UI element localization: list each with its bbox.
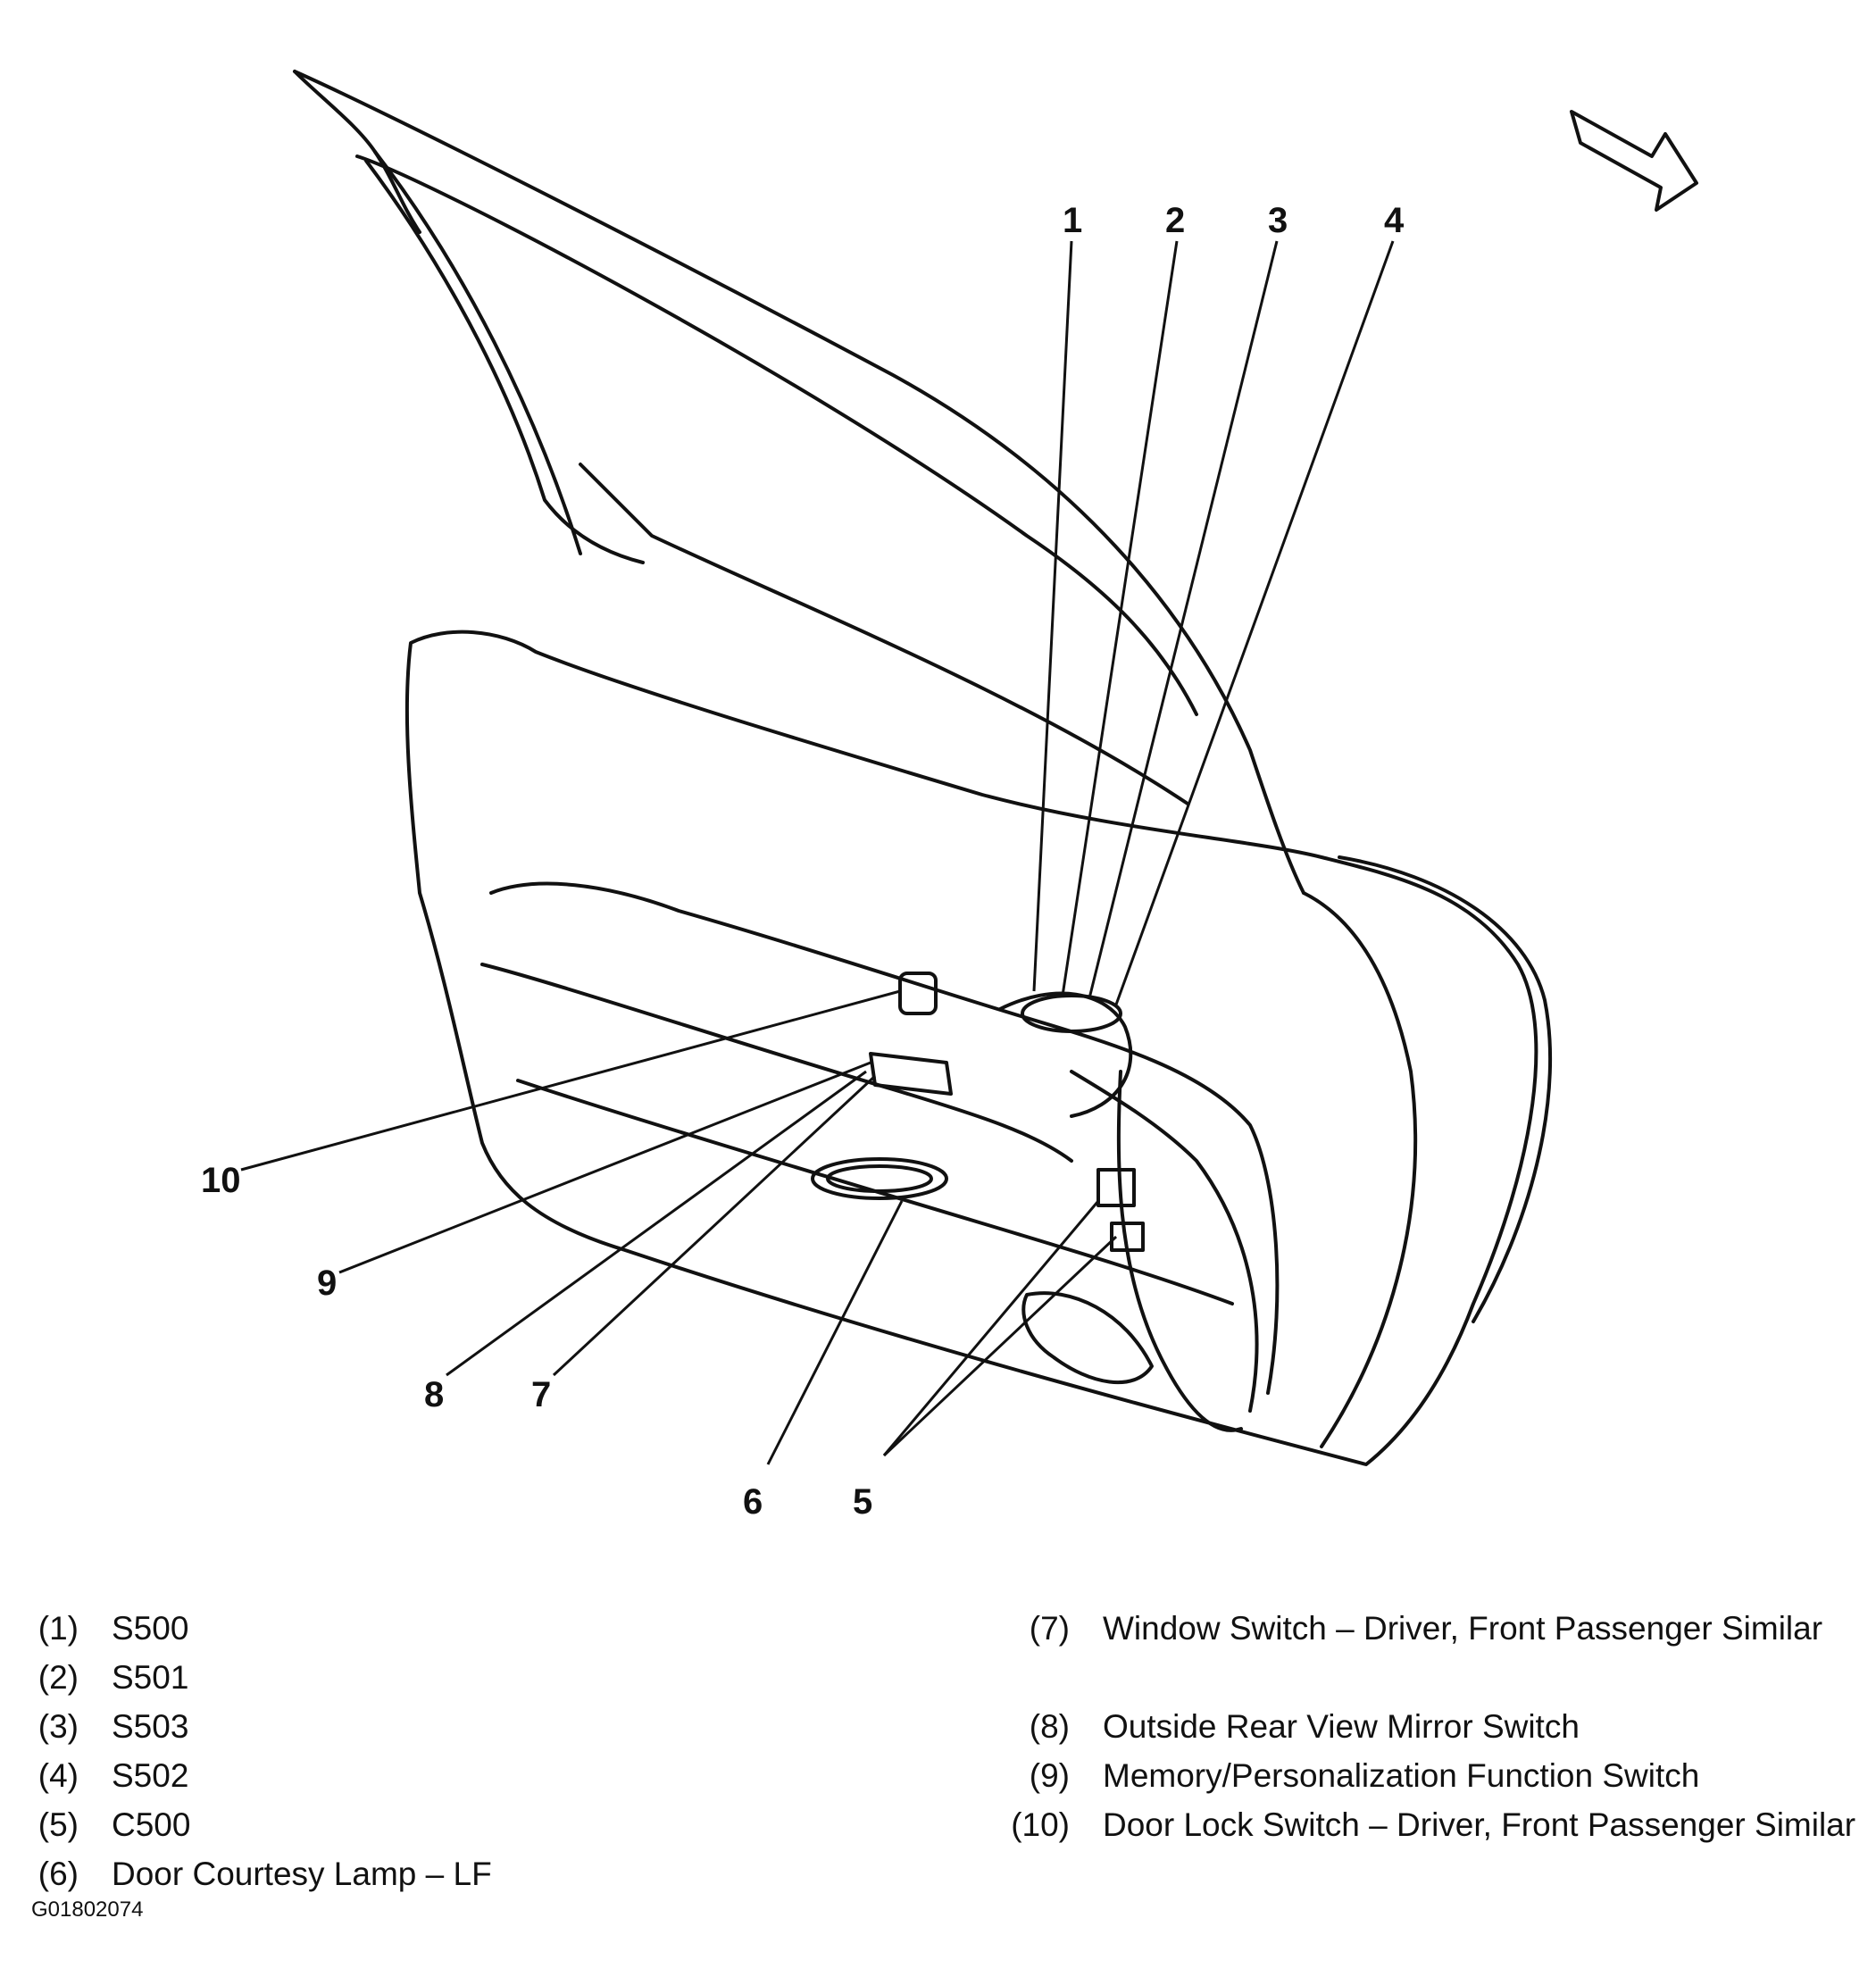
door-panel-outline: [404, 630, 1538, 1466]
speaker-grille: [1021, 1291, 1154, 1385]
door-edge: [1302, 891, 1418, 1448]
leader-line-3: [1088, 240, 1279, 999]
door-diagram: 1 2 3 4 5 6 7 8 9 10: [201, 70, 1698, 1522]
legend-number: (1): [38, 1610, 79, 1647]
connector-c500-shape: [1096, 1168, 1136, 1207]
legend-item: (7) Window Switch – Driver, Front Passeng…: [991, 1604, 1875, 1702]
splice-area: [1021, 994, 1122, 1033]
window-frame-left: [364, 159, 645, 564]
courtesy-lamp-shape: [811, 1157, 948, 1200]
legend-item: (2) S501: [0, 1653, 804, 1702]
door-edge-inner: [1338, 855, 1553, 1323]
trim-panel-top: [489, 881, 1280, 1395]
legend-right: (7) Window Switch – Driver, Front Passeng…: [991, 1604, 1875, 1898]
switch-cluster-shape: [869, 1052, 953, 1096]
leader-line-5a: [882, 1200, 1100, 1456]
legend-number: (4): [38, 1757, 79, 1794]
leader-line-10: [240, 989, 901, 1172]
legend-item: (8) Outside Rear View Mirror Switch: [991, 1702, 1875, 1751]
window-sill: [579, 463, 1189, 805]
legend-text: S501: [112, 1659, 189, 1696]
leader-line-9: [338, 1061, 871, 1274]
leader-line-1: [1032, 240, 1073, 992]
legend-text: C500: [112, 1806, 191, 1843]
legend-number: (8): [1029, 1708, 1070, 1745]
callout-9: 9: [317, 1264, 337, 1303]
leader-line-7: [552, 1074, 877, 1377]
callout-1: 1: [1063, 201, 1082, 240]
figure-id: G01802074: [31, 1897, 144, 1922]
legend-number: (3): [38, 1708, 79, 1745]
window-frame-inner: [355, 154, 1198, 716]
wire-harness: [1116, 1070, 1243, 1432]
courtesy-lamp-lens: [826, 1164, 933, 1193]
callout-2: 2: [1165, 201, 1185, 240]
door-frame-outer: [293, 70, 1305, 895]
legend-left: (1)S500 (2)S501 (3)S503 (4)S502 (5)C500 …: [0, 1604, 804, 1898]
leader-line-8: [446, 1070, 867, 1377]
legend-number: (2): [38, 1659, 79, 1696]
callout-7: 7: [531, 1375, 551, 1414]
legend-number: (9): [1029, 1757, 1070, 1794]
callout-4: 4: [1384, 201, 1405, 240]
callout-5: 5: [853, 1482, 872, 1522]
legend-item: (9) Memory/Personalization Function Switc…: [991, 1751, 1875, 1800]
door-lock-switch-shape: [898, 972, 938, 1015]
trim-panel-lower: [516, 1079, 1234, 1305]
legend-text: Memory/Personalization Function Switch: [1103, 1757, 1700, 1794]
callout-8: 8: [424, 1375, 444, 1414]
callout-10: 10: [201, 1161, 241, 1200]
legend-text: S500: [112, 1610, 189, 1647]
legend-number: (6): [38, 1856, 79, 1892]
leader-line-5b: [882, 1235, 1118, 1457]
legend-text: Outside Rear View Mirror Switch: [1103, 1708, 1580, 1745]
pillar-detail: [373, 150, 421, 234]
legend-item: (6) Door Courtesy Lamp – LF: [0, 1849, 804, 1898]
leader-line-6: [766, 1200, 904, 1465]
direction-arrow-icon: [1570, 110, 1698, 212]
door-frame-pillar: [293, 70, 582, 555]
legend-number: (7): [1029, 1610, 1070, 1647]
legend-number: (5): [38, 1806, 79, 1843]
leader-line-2: [1061, 240, 1179, 997]
legend-item: (3) S503: [0, 1702, 804, 1751]
legend-item: (10) Door Lock Switch – Driver, Front Pas…: [991, 1800, 1875, 1898]
legend-text: Door Courtesy Lamp – LF: [112, 1856, 492, 1892]
legend-item: (4) S502: [0, 1751, 804, 1800]
legend-item: (5) C500: [0, 1800, 804, 1849]
legend-item: (1) S500: [0, 1604, 804, 1653]
legend-text: Window Switch – Driver, Front Passenger …: [1103, 1610, 1823, 1647]
leader-line-4: [1114, 240, 1395, 1005]
trim-panel-mid: [480, 963, 1073, 1163]
callout-6: 6: [743, 1482, 763, 1522]
legend-text: S503: [112, 1708, 189, 1745]
legend-text: Door Lock Switch – Driver, Front Passeng…: [1103, 1806, 1856, 1843]
callout-3: 3: [1268, 201, 1288, 240]
door-illustration: 1 2 3 4 5 6 7 8 9 10: [201, 70, 1698, 1522]
legend-number: (10): [1011, 1806, 1070, 1843]
legend-text: S502: [112, 1757, 189, 1794]
armrest-pod: [998, 991, 1133, 1118]
